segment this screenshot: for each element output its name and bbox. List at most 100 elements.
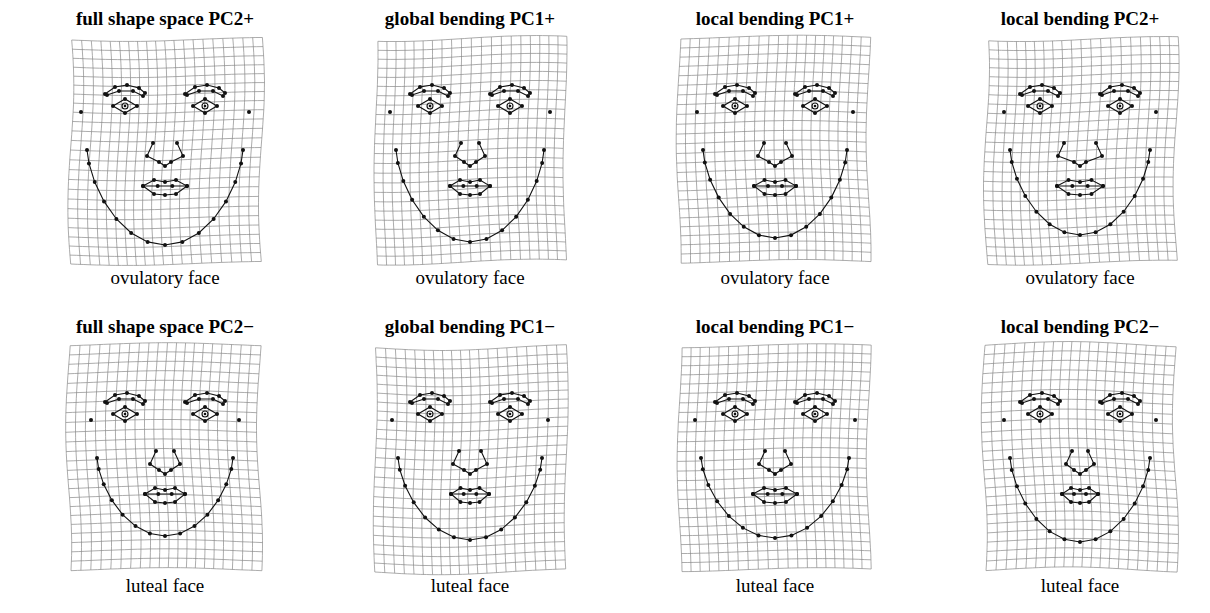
grid-line: [72, 128, 263, 132]
grid-line: [1059, 342, 1065, 567]
grid-line: [374, 560, 565, 566]
grid-line: [677, 457, 866, 461]
grid-line: [70, 495, 261, 498]
landmark-dot: [1148, 148, 1152, 152]
pupil: [429, 105, 432, 108]
landmark-dot: [1094, 141, 1098, 145]
grid-line: [985, 224, 1175, 229]
landmark-dot: [183, 492, 187, 496]
grid-line: [373, 348, 377, 572]
landmark-dot: [145, 154, 149, 158]
landmark-dot: [416, 104, 420, 108]
landmark-dot: [449, 492, 453, 496]
landmark-dot: [437, 528, 441, 532]
landmark-dot: [1108, 222, 1112, 226]
landmark-dot: [156, 492, 160, 496]
landmark-dot: [741, 526, 745, 530]
grid-line: [678, 418, 867, 422]
grid-line: [189, 40, 195, 264]
grid-line: [1002, 41, 1008, 265]
landmark-dot: [474, 468, 478, 472]
grid-line: [373, 513, 564, 519]
landmark-dot: [217, 394, 221, 398]
grid-line: [68, 477, 259, 480]
grid-line: [1085, 39, 1091, 263]
grid-line: [1155, 37, 1161, 261]
landmark-dot: [1052, 86, 1056, 90]
landmark-dot: [1067, 178, 1071, 182]
landmark-dot: [459, 141, 463, 145]
landmark-dot: [1055, 184, 1059, 188]
grid-line: [679, 196, 869, 200]
landmark-dot: [538, 468, 542, 472]
landmark-dot: [490, 93, 494, 97]
grid-line: [458, 350, 462, 574]
panel-heading: full shape space PC2−: [76, 316, 254, 338]
landmark-dot: [412, 500, 416, 504]
grid-line: [987, 251, 1177, 256]
landmark-dot: [178, 531, 182, 535]
grid-line: [1173, 37, 1179, 261]
landmark-dot: [784, 141, 788, 145]
landmark-dot: [111, 412, 115, 416]
landmark-dot: [733, 97, 737, 101]
grid-line: [981, 409, 1172, 414]
landmark-dot: [468, 193, 472, 197]
landmark-dot: [1096, 492, 1100, 496]
landmark-dot: [773, 488, 777, 492]
landmark-dot: [423, 516, 427, 520]
landmark-dot: [1130, 412, 1134, 416]
landmark-dot: [831, 402, 835, 406]
landmark-dot: [840, 483, 844, 487]
grid-line: [743, 346, 748, 570]
grid-line: [983, 457, 1174, 462]
grid-line: [374, 494, 565, 500]
cheek-dot: [1154, 110, 1158, 114]
landmark-line: [113, 407, 137, 421]
landmark-line: [455, 143, 485, 166]
grid-line: [705, 347, 710, 571]
landmark-dot: [766, 492, 770, 496]
grid-line: [239, 38, 245, 262]
landmark-dot: [767, 468, 771, 472]
grid-line: [681, 371, 870, 375]
pupil: [734, 413, 737, 416]
landmark-dot: [428, 111, 432, 115]
landmark-dot: [485, 462, 489, 466]
landmark-dot: [1136, 94, 1140, 98]
grid-line: [378, 36, 567, 42]
grid-line: [161, 41, 167, 265]
grid-line: [1011, 42, 1017, 266]
landmark-line: [1022, 399, 1058, 404]
landmark-line: [145, 493, 185, 494]
landmark-dot: [181, 154, 185, 158]
landmark-line: [418, 99, 442, 113]
pupil: [1117, 411, 1123, 417]
grid-line: [66, 429, 257, 432]
landmark-dot: [1046, 397, 1050, 401]
landmark-dot: [440, 412, 444, 416]
grid-line: [378, 71, 567, 77]
landmark-dot: [1069, 500, 1073, 504]
landmark-dot: [795, 492, 799, 496]
landmark-dot: [1086, 184, 1090, 188]
landmark-dot: [114, 217, 118, 221]
pupil: [732, 103, 738, 109]
panel-caption: ovulatory face: [1025, 267, 1134, 289]
grid-line: [377, 81, 566, 87]
landmark-dot: [152, 192, 156, 196]
landmark-dot: [1056, 154, 1060, 158]
pupil: [507, 411, 513, 417]
pupil: [122, 411, 128, 417]
grid-line: [679, 205, 869, 209]
grid-line: [377, 426, 568, 432]
landmark-dot: [715, 93, 719, 97]
landmark-dot: [1146, 468, 1150, 472]
landmark-dot: [721, 412, 725, 416]
cheek-dot: [247, 110, 251, 114]
landmark-line: [412, 91, 448, 96]
landmark-dot: [1148, 456, 1152, 460]
pupil: [204, 105, 207, 108]
landmark-dot: [93, 180, 97, 184]
landmark-dot: [807, 89, 811, 93]
